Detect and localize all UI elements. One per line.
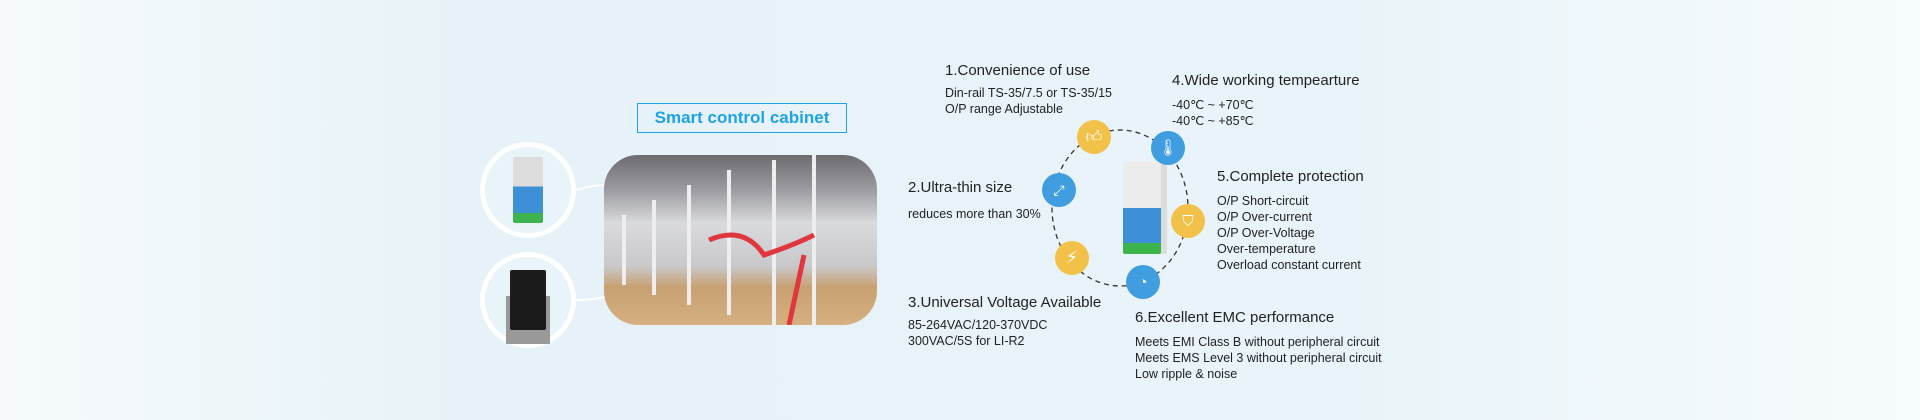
feature-6: 6.Excellent EMC performance Meets EMI Cl…	[1135, 309, 1382, 382]
feature-line: O/P Over-current	[1217, 210, 1312, 224]
module-product-thumb	[480, 252, 576, 348]
gauge-icon: ◔	[1126, 265, 1160, 299]
feature-line: -40℃ ~ +85℃	[1172, 114, 1254, 128]
feature-title: 3.Universal Voltage Available	[908, 294, 1102, 311]
feature-1: 1.Convenience of use Din-rail TS-35/7.5 …	[945, 62, 1112, 117]
feature-title: 4.Wide working tempearture	[1172, 72, 1360, 89]
lightning-icon: ⚡︎	[1055, 241, 1089, 275]
feature-line: O/P Short-circuit	[1217, 194, 1309, 208]
thumbs-up-icon: 👍︎	[1077, 120, 1111, 154]
expand-icon: ⤢	[1042, 173, 1076, 207]
feature-line: -40℃ ~ +70℃	[1172, 98, 1254, 112]
feature-4: 4.Wide working tempearture -40℃ ~ +70℃ -…	[1172, 72, 1360, 129]
feature-line: Din-rail TS-35/7.5 or TS-35/15	[945, 86, 1112, 100]
power-supply-image	[1123, 162, 1161, 254]
feature-line: 300VAC/5S for LI-R2	[908, 334, 1025, 348]
feature-2: 2.Ultra-thin size reduces more than 30%	[908, 179, 1041, 222]
cabinet-photo	[604, 155, 877, 325]
feature-line: O/P Over-Voltage	[1217, 226, 1315, 240]
din-rail-product-thumb	[480, 142, 576, 238]
feature-title: 5.Complete protection	[1217, 168, 1364, 185]
feature-3: 3.Universal Voltage Available 85-264VAC/…	[908, 294, 1101, 349]
scene-label: Smart control cabinet	[637, 103, 847, 133]
feature-line: Meets EMI Class B without peripheral cir…	[1135, 335, 1380, 349]
feature-line: reduces more than 30%	[908, 207, 1041, 221]
feature-line: Overload constant current	[1217, 258, 1361, 272]
feature-line: 85-264VAC/120-370VDC	[908, 318, 1048, 332]
feature-5: 5.Complete protection O/P Short-circuit …	[1217, 168, 1364, 273]
thermometer-icon: 🌡︎	[1151, 131, 1185, 165]
feature-title: 6.Excellent EMC performance	[1135, 309, 1335, 326]
feature-title: 2.Ultra-thin size	[908, 179, 1013, 196]
shield-check-icon: ⛉	[1171, 204, 1205, 238]
feature-line: O/P range Adjustable	[945, 102, 1063, 116]
feature-line: Low ripple & noise	[1135, 367, 1238, 381]
feature-line: Meets EMS Level 3 without peripheral cir…	[1135, 351, 1382, 365]
feature-title: 1.Convenience of use	[945, 62, 1091, 79]
feature-line: Over-temperature	[1217, 242, 1316, 256]
